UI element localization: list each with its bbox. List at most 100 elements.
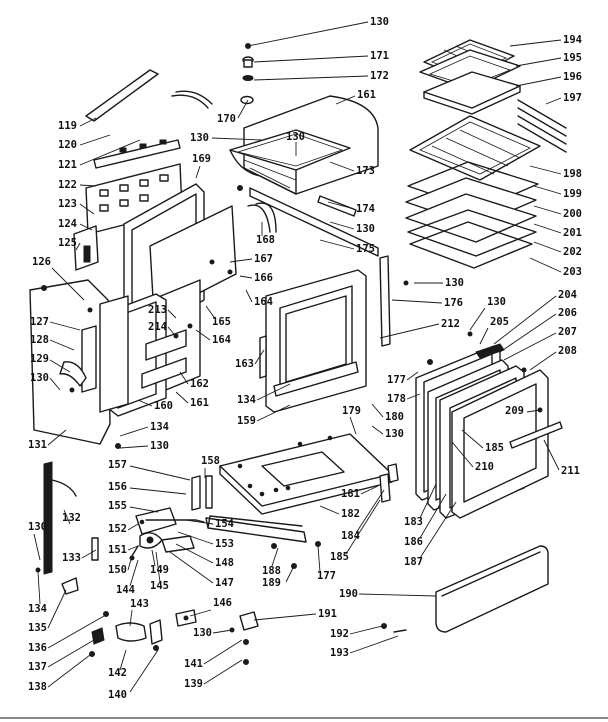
leader-line-c207 bbox=[503, 332, 557, 361]
callout-c130e: 130 bbox=[445, 277, 464, 289]
leader-line-c149 bbox=[151, 549, 156, 567]
callout-c130j: 130 bbox=[28, 521, 47, 533]
callout-c141: 141 bbox=[184, 658, 203, 670]
callout-c120: 120 bbox=[58, 139, 77, 151]
callout-c201: 201 bbox=[563, 227, 582, 239]
leader-line-c130g bbox=[119, 445, 149, 449]
leader-line-c203 bbox=[529, 257, 562, 273]
callout-c192: 192 bbox=[330, 628, 349, 640]
leader-line-c133 bbox=[81, 549, 97, 559]
callout-c170: 170 bbox=[217, 113, 236, 125]
callout-c134c: 134 bbox=[28, 603, 47, 615]
leader-line-c200 bbox=[533, 205, 562, 215]
callout-c169: 169 bbox=[192, 153, 211, 165]
kick-panel bbox=[435, 545, 549, 633]
leader-line-c130b bbox=[211, 137, 263, 141]
callout-c189: 189 bbox=[262, 577, 281, 589]
leader-line-c199 bbox=[533, 185, 562, 195]
callout-c198: 198 bbox=[563, 168, 582, 180]
leader-line-c194 bbox=[509, 39, 562, 47]
leader-line-c175 bbox=[319, 239, 355, 250]
callout-c203: 203 bbox=[563, 266, 582, 278]
callout-c163: 163 bbox=[235, 358, 254, 370]
leader-line-c122 bbox=[79, 184, 97, 187]
bottom-pan bbox=[219, 433, 399, 515]
callout-c161b: 161 bbox=[190, 397, 209, 409]
callout-c124: 124 bbox=[58, 218, 77, 230]
callout-c160: 160 bbox=[154, 400, 173, 412]
callout-c171: 171 bbox=[370, 50, 389, 62]
leader-line-c206 bbox=[499, 313, 557, 353]
leader-line-c129 bbox=[49, 359, 71, 373]
callout-c197: 197 bbox=[563, 92, 582, 104]
callout-c126: 126 bbox=[32, 256, 51, 268]
leader-line-c134a bbox=[119, 426, 149, 437]
leader-line-c204 bbox=[493, 295, 557, 345]
leader-line-c130j bbox=[33, 533, 41, 561]
leader-line-c213 bbox=[167, 309, 177, 319]
leader-line-c171 bbox=[253, 55, 369, 63]
leader-line-c182 bbox=[319, 505, 340, 515]
callout-c181: 181 bbox=[341, 488, 360, 500]
broiler-pan-racks bbox=[405, 39, 567, 269]
left-side-panel bbox=[29, 279, 129, 449]
callout-c165: 165 bbox=[212, 316, 231, 328]
leader-line-c119 bbox=[79, 117, 97, 127]
callout-c130f: 130 bbox=[30, 372, 49, 384]
callout-c158: 158 bbox=[201, 455, 220, 467]
leader-line-c128 bbox=[49, 339, 75, 351]
callout-c128: 128 bbox=[30, 334, 49, 346]
leader-line-c123 bbox=[79, 203, 95, 215]
callout-c180: 180 bbox=[385, 411, 404, 423]
leader-line-c120 bbox=[79, 134, 111, 146]
leader-line-c151 bbox=[127, 545, 139, 551]
callout-c191: 191 bbox=[318, 608, 337, 620]
trim-strip bbox=[85, 69, 213, 122]
leader-line-c198 bbox=[529, 165, 562, 175]
leader-line-c153 bbox=[177, 531, 214, 545]
callout-c172: 172 bbox=[370, 70, 389, 82]
callout-c133: 133 bbox=[62, 552, 81, 564]
leader-line-c167 bbox=[229, 258, 253, 263]
callout-c130g: 130 bbox=[150, 440, 169, 452]
leader-line-c131 bbox=[47, 429, 67, 446]
callout-c153: 153 bbox=[215, 538, 234, 550]
callout-c164a: 164 bbox=[254, 296, 273, 308]
callout-c151: 151 bbox=[108, 544, 127, 556]
leader-line-c178 bbox=[406, 393, 421, 400]
leader-line-c169 bbox=[195, 165, 201, 179]
callout-c122: 122 bbox=[58, 179, 77, 191]
callout-c212: 212 bbox=[441, 318, 460, 330]
leader-line-c180 bbox=[371, 403, 384, 418]
leader-line-c121 bbox=[79, 139, 141, 166]
callout-c176: 176 bbox=[444, 297, 463, 309]
callout-c214: 214 bbox=[148, 321, 167, 333]
leader-line-c181 bbox=[360, 485, 379, 495]
callout-c130b: 130 bbox=[190, 132, 209, 144]
callout-c178: 178 bbox=[387, 393, 406, 405]
callout-c131: 131 bbox=[28, 439, 47, 451]
callout-c187: 187 bbox=[404, 556, 423, 568]
leader-line-c147 bbox=[169, 551, 214, 584]
leader-line-c176 bbox=[391, 299, 443, 304]
leader-line-c193 bbox=[349, 635, 399, 654]
leader-line-c209 bbox=[526, 409, 541, 413]
gas-valve-assembly bbox=[129, 475, 213, 561]
leader-line-c197 bbox=[545, 97, 562, 105]
leader-line-c189 bbox=[285, 565, 295, 583]
callout-c199: 199 bbox=[563, 188, 582, 200]
leader-line-c195 bbox=[515, 57, 562, 67]
leader-line-c161a bbox=[335, 95, 356, 105]
callout-c173: 173 bbox=[356, 165, 375, 177]
leader-line-c130f bbox=[49, 377, 61, 391]
leader-line-c160 bbox=[137, 399, 153, 407]
callout-c207: 207 bbox=[558, 326, 577, 338]
callout-c123: 123 bbox=[58, 198, 77, 210]
callout-c196: 196 bbox=[563, 71, 582, 83]
callout-c182: 182 bbox=[341, 508, 360, 520]
leader-line-c190 bbox=[358, 593, 437, 597]
leader-line-c146 bbox=[189, 609, 212, 617]
callout-c209: 209 bbox=[505, 405, 524, 417]
lower-fasteners bbox=[229, 611, 407, 665]
